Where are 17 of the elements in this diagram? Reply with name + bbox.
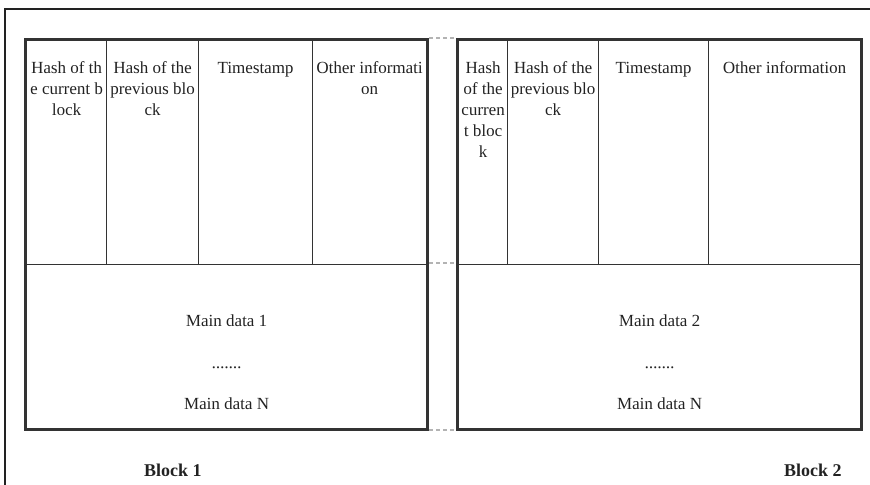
block-heading: Block 1: [144, 460, 202, 481]
cell-text: .......: [644, 352, 676, 372]
field-cell: Other information: [708, 40, 861, 265]
cell-text: Main data 1: [184, 310, 268, 332]
field-cell: Hash of the current block: [26, 40, 107, 265]
cell-text: Main data N: [183, 392, 270, 414]
cell-text: .......: [210, 352, 242, 372]
dashed-connector: [429, 37, 456, 39]
cell-text: Main data N: [616, 392, 703, 414]
field-cell: Hash of the current block: [458, 40, 508, 265]
cell-text: Main data 2: [618, 310, 702, 332]
dashed-connector: [429, 262, 456, 264]
data-cell: [458, 264, 861, 429]
field-cell: Other information: [312, 40, 427, 265]
data-cell: [26, 264, 427, 429]
dashed-connector: [429, 429, 456, 431]
block-heading: Block 2: [784, 460, 842, 481]
